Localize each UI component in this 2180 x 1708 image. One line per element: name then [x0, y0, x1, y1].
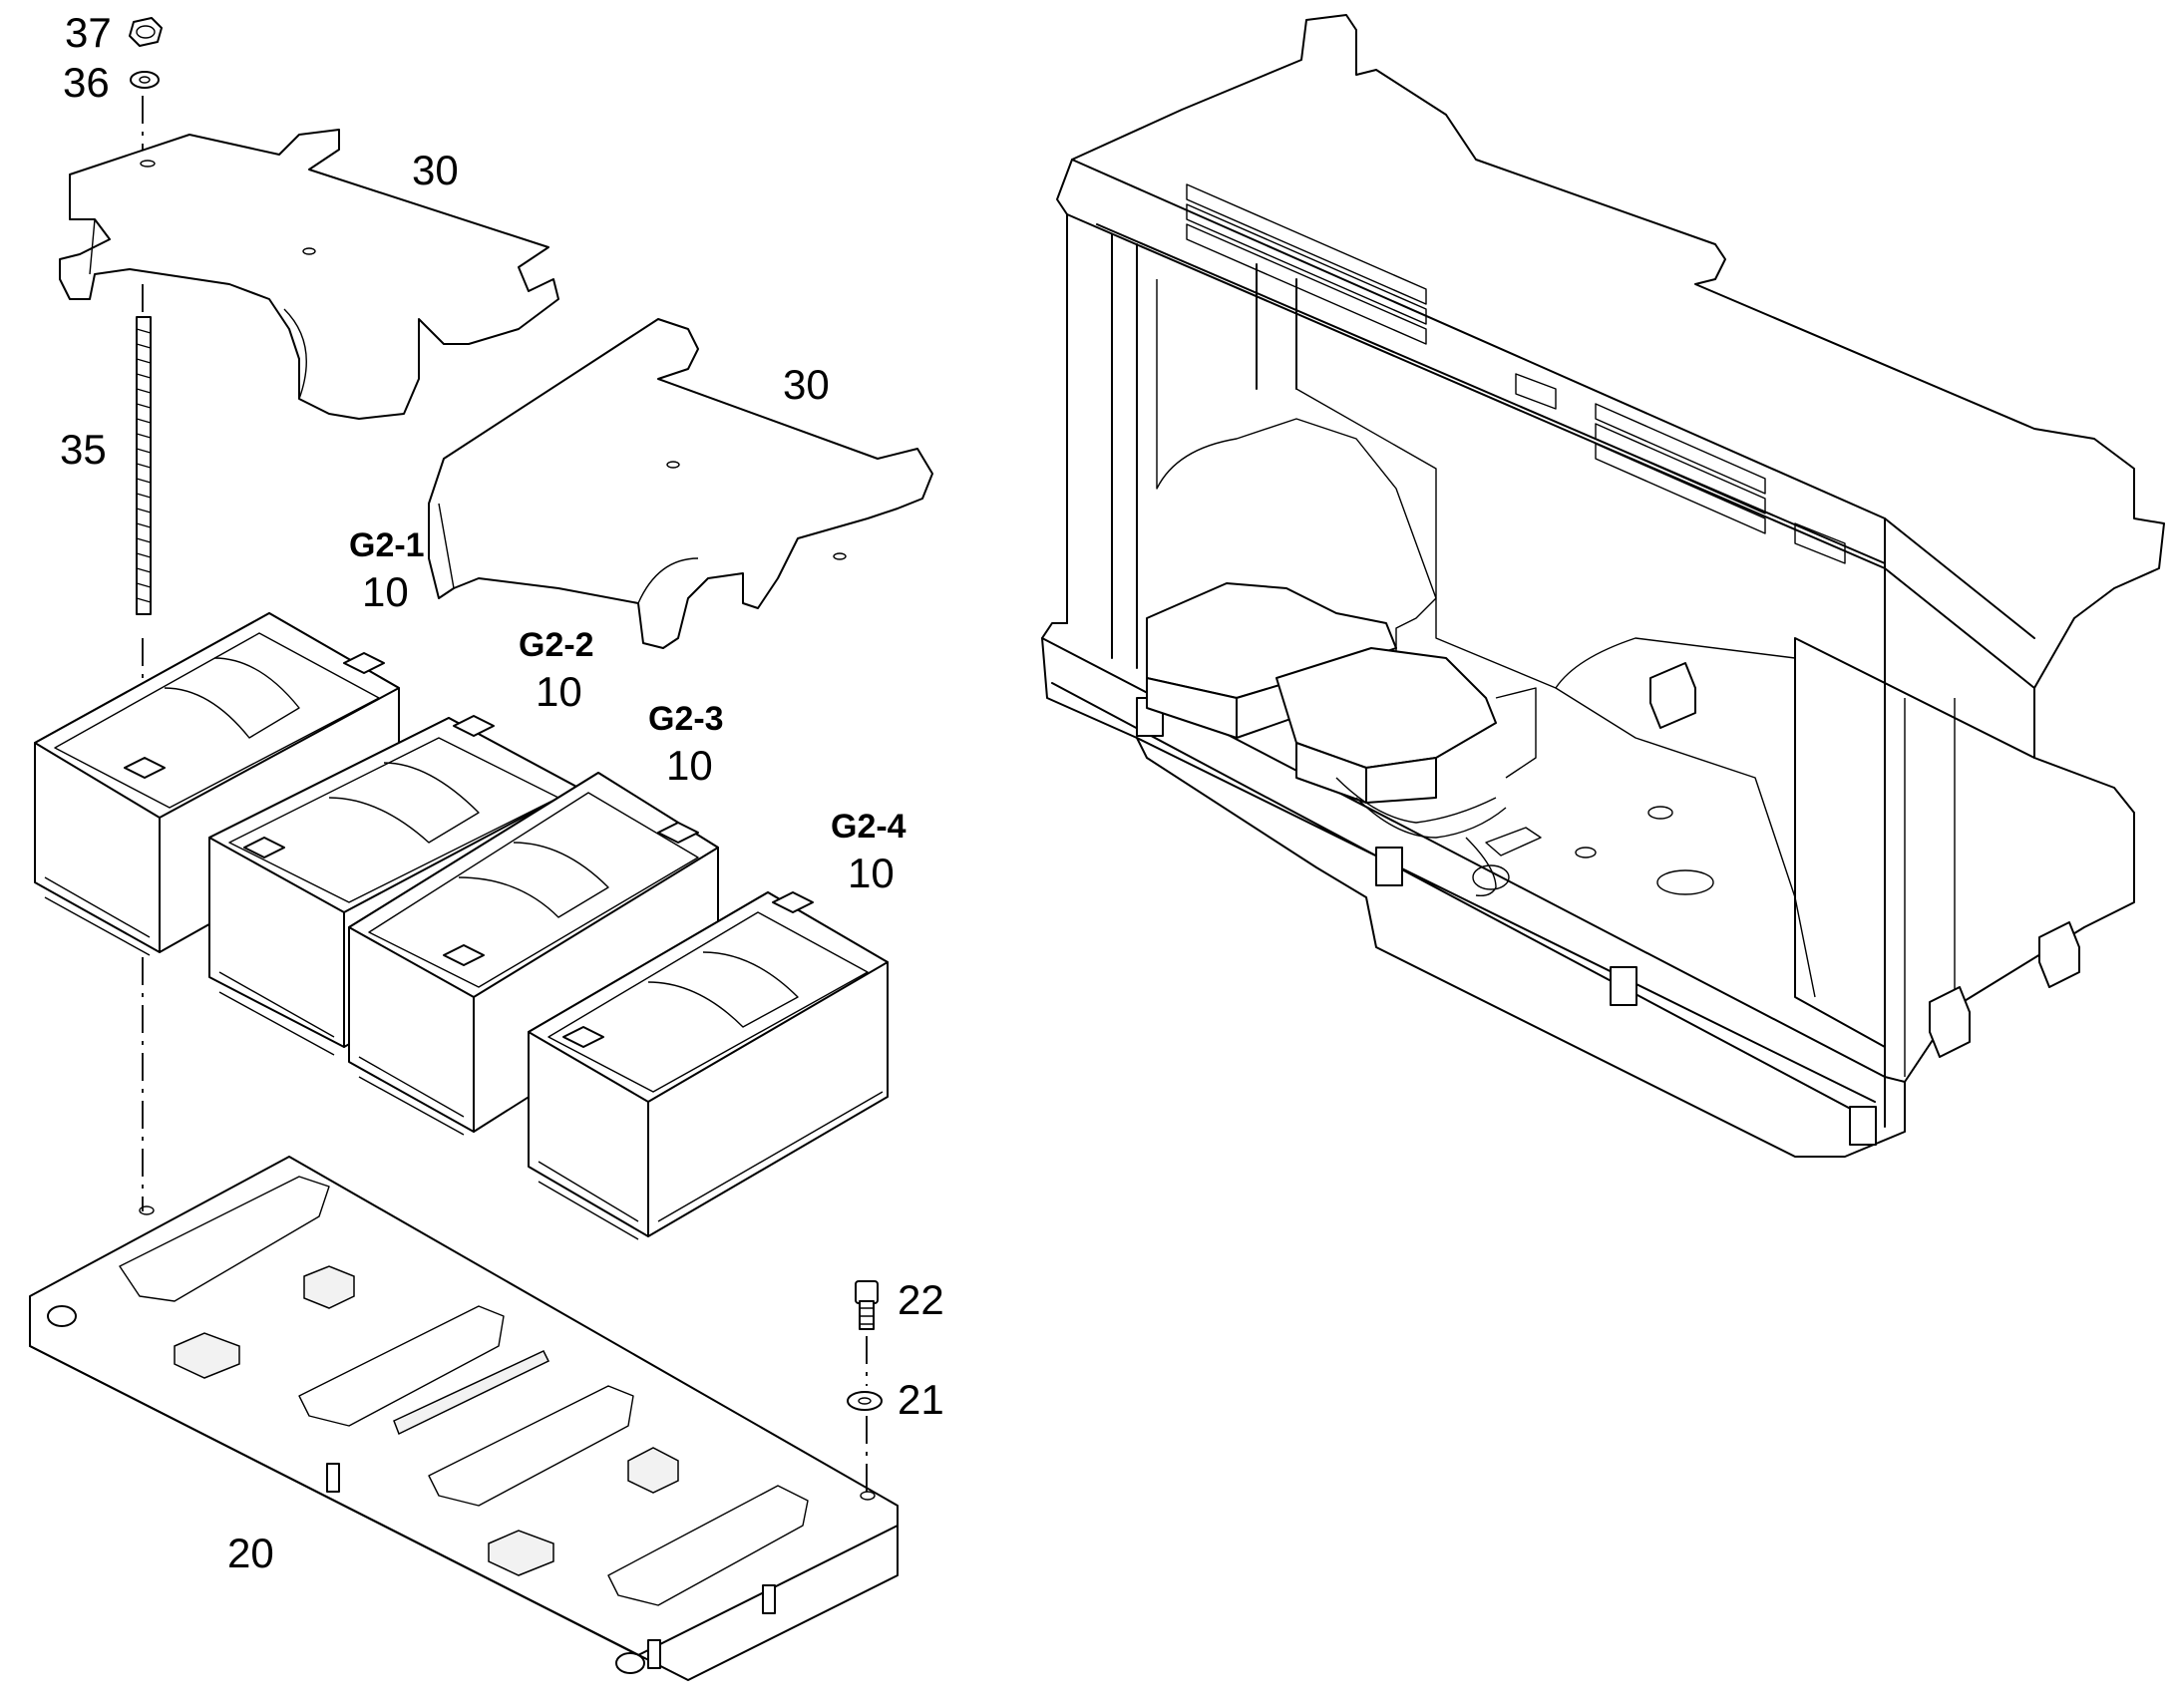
callout-washer-top: 36 — [63, 59, 110, 106]
hold-down-bracket-lower — [428, 318, 933, 649]
callout-battery-g2-3-id: G2-3 — [648, 700, 724, 738]
battery-g2-4 — [528, 891, 889, 1240]
callout-battery-g2-1-item: 10 — [362, 568, 409, 615]
nut-part — [129, 17, 163, 47]
threaded-rod-part — [136, 316, 152, 615]
callout-battery-g2-2-item: 10 — [536, 668, 582, 715]
callout-battery-g2-4-id: G2-4 — [831, 808, 907, 846]
callout-battery-g2-3-item: 10 — [666, 742, 713, 789]
callout-battery-g2-4-item: 10 — [848, 850, 895, 896]
callout-battery-g2-2-id: G2-2 — [519, 626, 594, 664]
callout-nut: 37 — [65, 9, 112, 56]
bolt-part — [855, 1280, 879, 1330]
battery-tray-part — [29, 1156, 899, 1681]
callout-hold-down-upper: 30 — [412, 147, 459, 193]
callout-washer-bottom: 21 — [898, 1376, 944, 1423]
callout-bolt: 22 — [898, 1276, 944, 1323]
battery-assembly-exploded-view: 37 36 30 30 35 G2-1 10 G2-2 10 G2-3 10 G… — [29, 9, 944, 1681]
callout-battery-g2-1-id: G2-1 — [349, 526, 425, 564]
callout-hold-down-lower: 30 — [783, 361, 830, 408]
vent-grille — [1186, 183, 1846, 564]
callout-tray: 20 — [227, 1530, 274, 1576]
washer-top-part — [130, 71, 160, 89]
hold-down-bracket-upper — [59, 129, 559, 420]
callout-threaded-rod: 35 — [60, 426, 107, 473]
installed-batteries — [1146, 582, 1542, 897]
chassis-frame-location-view — [1041, 14, 2165, 1158]
battery-g2-3 — [348, 772, 719, 1136]
washer-bottom-part — [847, 1391, 883, 1411]
